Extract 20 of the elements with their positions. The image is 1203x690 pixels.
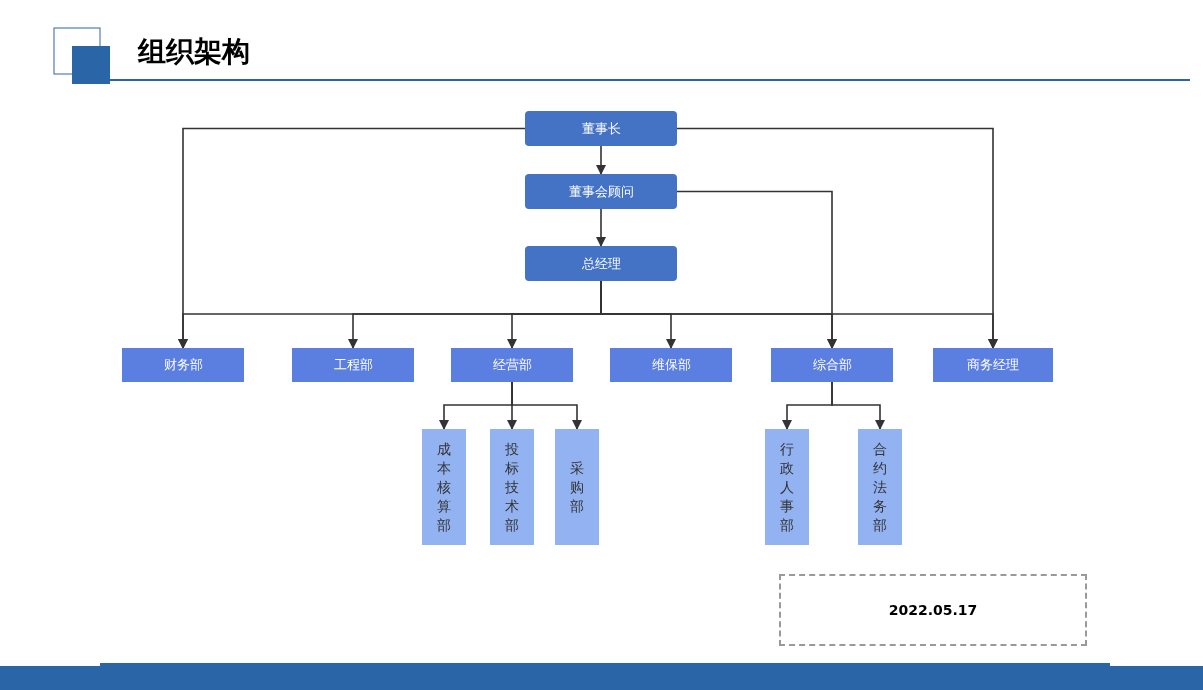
section-box: 合约法务部 <box>858 429 902 545</box>
department-box: 财务部 <box>122 348 244 382</box>
date-box: 2022.05.17 <box>779 574 1087 646</box>
page-title: 组织架构 <box>138 34 250 70</box>
section-box: 投标技术部 <box>490 429 534 545</box>
department-box: 经营部 <box>451 348 573 382</box>
connector-arrow <box>596 145 606 175</box>
department-box: 工程部 <box>292 348 414 382</box>
connector-arrow <box>831 381 885 430</box>
section-box: 行政人事部 <box>765 429 809 545</box>
connector-arrow <box>596 208 606 247</box>
role-box: 总经理 <box>525 246 677 281</box>
connector-arrow <box>511 381 582 430</box>
role-box: 董事长 <box>525 111 677 146</box>
role-box: 董事会顾问 <box>525 174 677 209</box>
section-box: 采购部 <box>555 429 599 545</box>
department-box: 综合部 <box>771 348 893 382</box>
section-box: 成本核算部 <box>422 429 466 545</box>
department-box: 维保部 <box>610 348 732 382</box>
department-box: 商务经理 <box>933 348 1053 382</box>
